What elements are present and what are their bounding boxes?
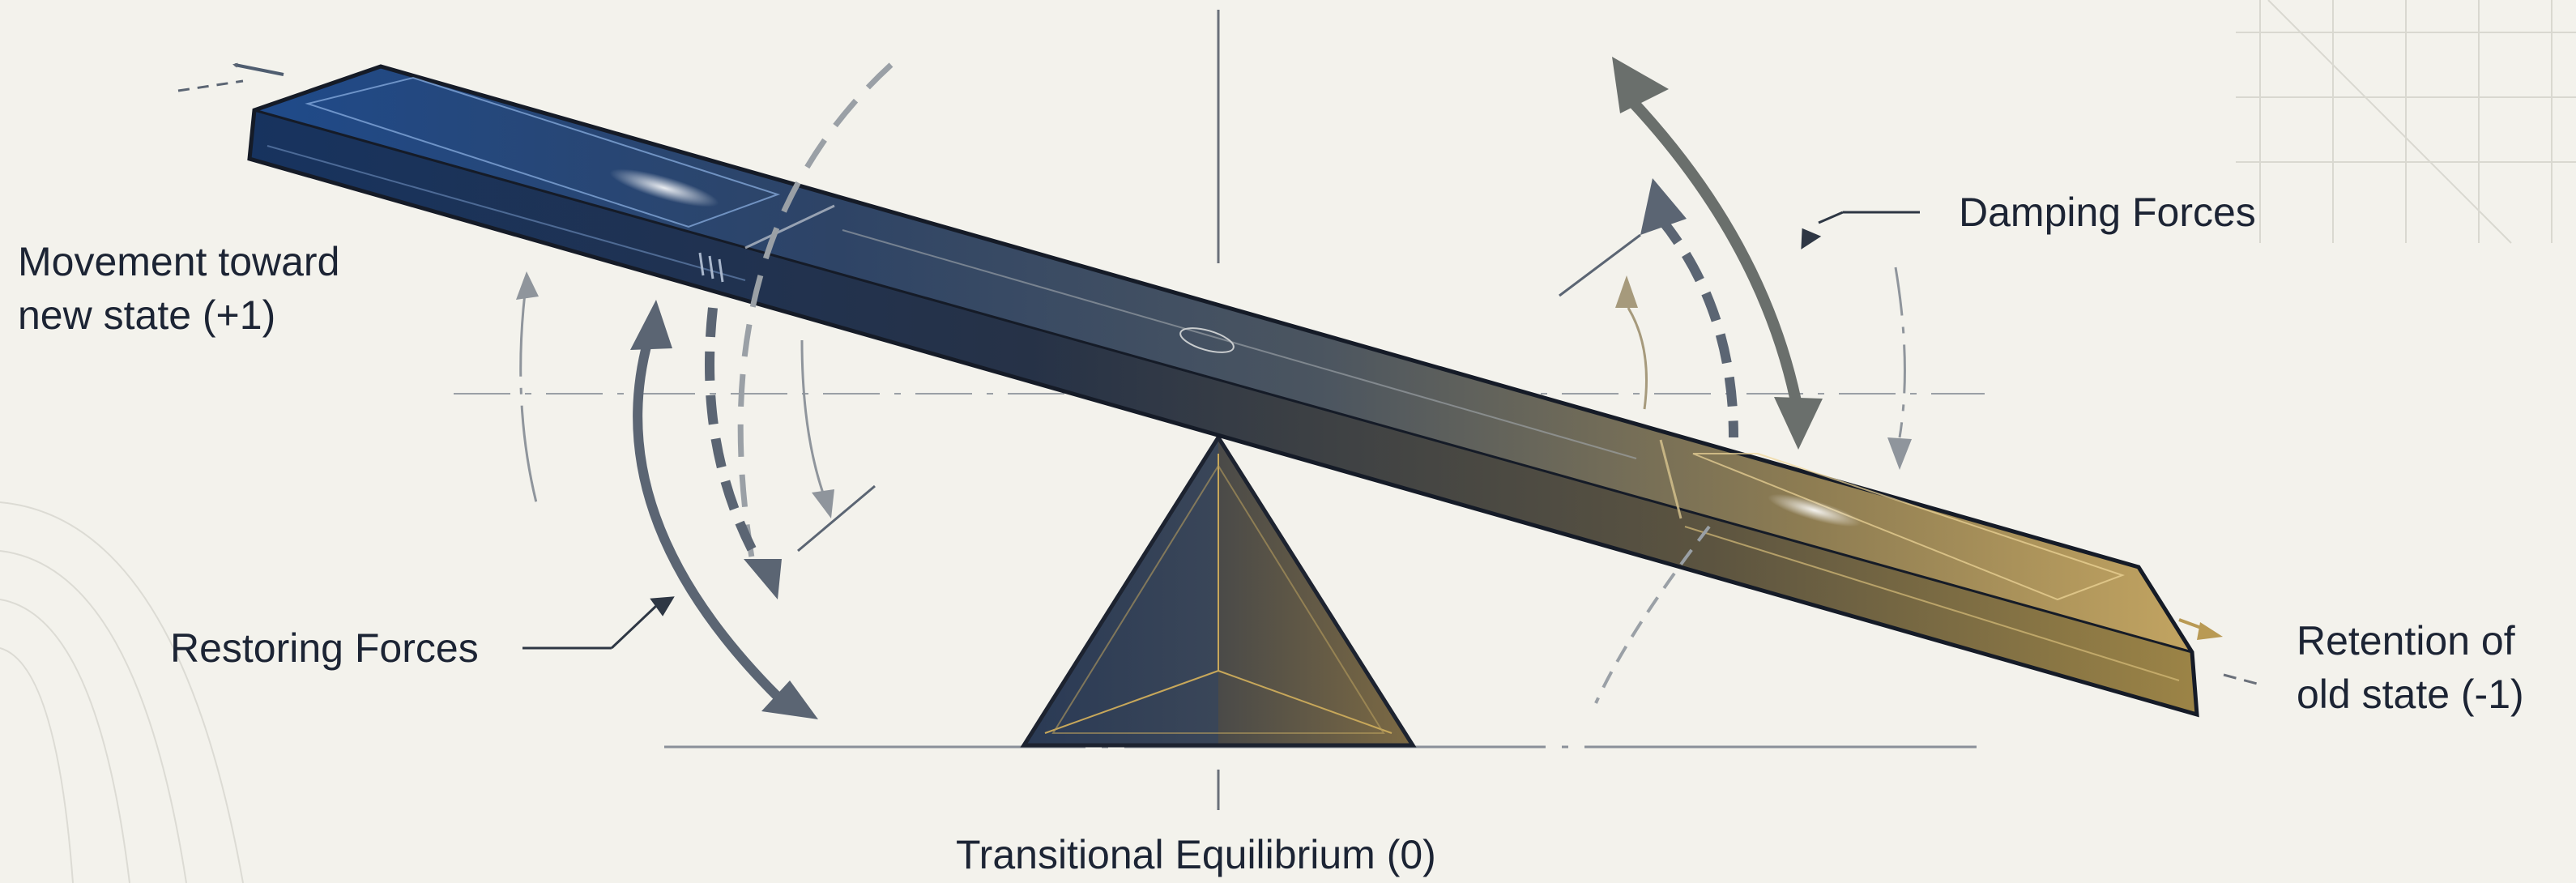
damping-forces-label: Damping Forces (1959, 190, 2256, 235)
transitional-equilibrium-label: Transitional Equilibrium (0) (956, 832, 1436, 877)
retention-of-old-state-label: Retention of old state (-1) (2297, 614, 2524, 721)
background-arcs (0, 501, 244, 883)
restoring-forces-label: Restoring Forces (170, 625, 479, 671)
seesaw-beam (177, 62, 2261, 718)
restoring-force-arrows (516, 62, 893, 719)
background-grid (2236, 0, 2576, 244)
movement-label-line1: Movement toward (18, 239, 340, 284)
movement-toward-new-state-label: Movement toward new state (+1) (18, 235, 339, 342)
damping-force-arrows (1559, 57, 1912, 704)
fulcrum (1020, 433, 1417, 748)
leader-lines (522, 211, 1920, 650)
retention-label-line1: Retention of (2297, 618, 2515, 663)
retention-label-line2: old state (-1) (2297, 672, 2524, 717)
movement-label-line2: new state (+1) (18, 292, 276, 338)
